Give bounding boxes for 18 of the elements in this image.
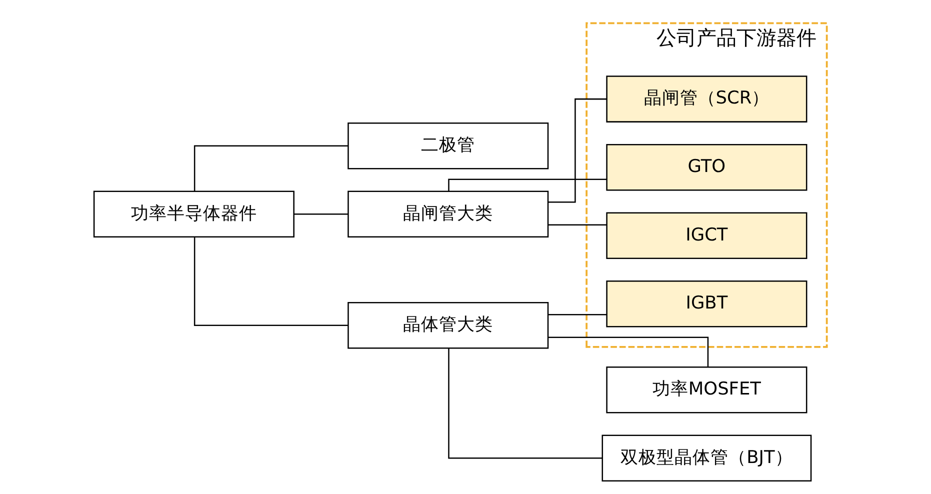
- node-box: IGBT: [606, 280, 808, 328]
- connector: [548, 314, 607, 316]
- node-box: 二极管: [348, 122, 549, 170]
- connector: [548, 224, 607, 226]
- node-box: GTO: [606, 144, 808, 191]
- connector: [194, 237, 348, 326]
- connector: [294, 214, 348, 215]
- node-box: 功率MOSFET: [606, 366, 808, 414]
- node-box: 晶闸管（SCR）: [606, 76, 808, 122]
- connector: [448, 348, 602, 459]
- node-box: IGCT: [606, 212, 808, 260]
- connector: [194, 145, 348, 191]
- node-box: 晶体管大类: [348, 302, 549, 349]
- connector: [548, 336, 709, 367]
- node-box: 功率半导体器件: [93, 190, 294, 238]
- node-box: 双极型晶体管（BJT）: [602, 434, 812, 482]
- connector: [548, 98, 607, 203]
- node-box: 晶闸管大类: [348, 190, 549, 238]
